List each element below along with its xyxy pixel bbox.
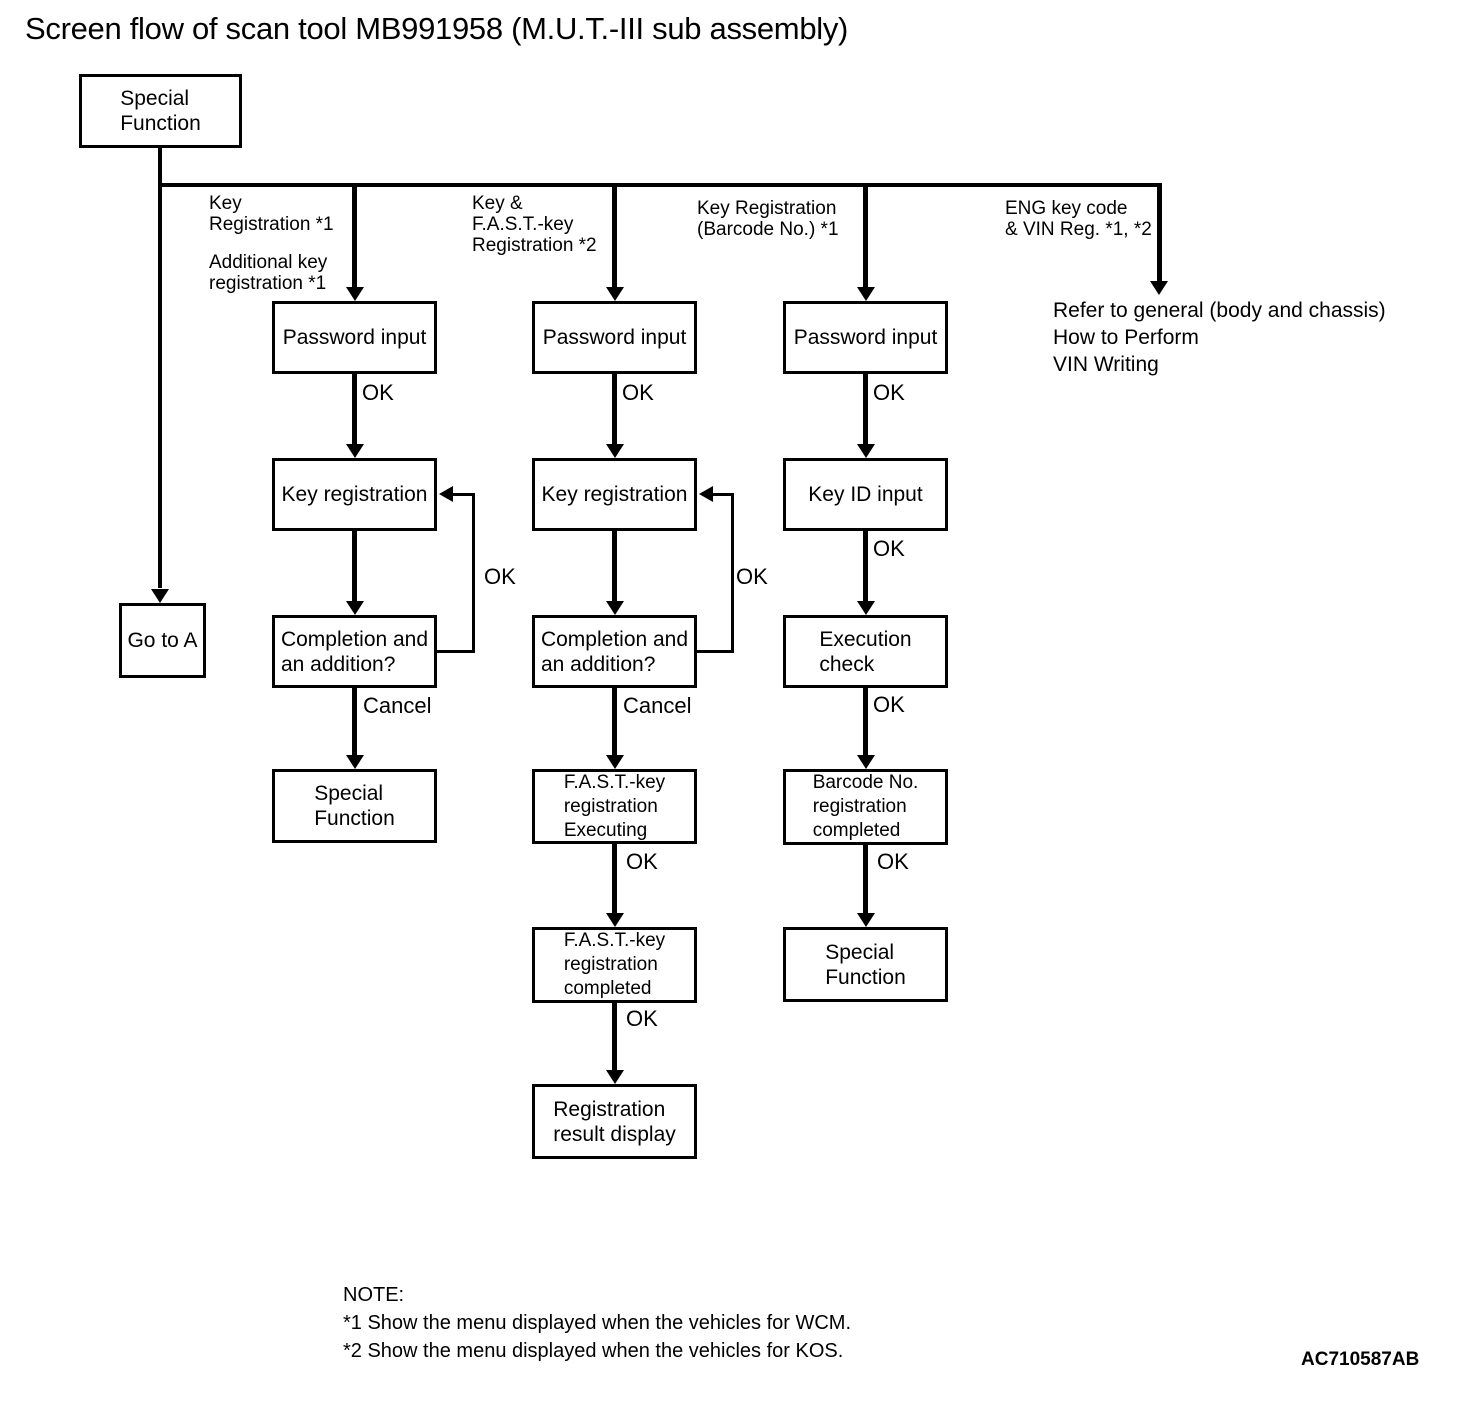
node-c2-completion-addition: Completion and an addition? (272, 615, 437, 688)
node-label: Special Function (120, 87, 201, 135)
node-c4-special-function: Special Function (783, 927, 948, 1002)
arrowhead-barcode (857, 287, 875, 301)
arrowhead-c3-executing (606, 755, 624, 769)
branch-label-key-registration: Key Registration *1 (209, 193, 334, 235)
connector-c2-password-to-keyreg (352, 374, 357, 444)
connector-c4-keyid-to-execution (863, 531, 868, 601)
arrowhead-c2-completion (346, 601, 364, 615)
loop-c3-arrowhead (699, 486, 713, 502)
node-label: Registration result display (553, 1097, 676, 1146)
edge-label-ok: OK (622, 380, 654, 405)
loop-c3-bottom-line (697, 650, 734, 653)
loop-c2-vertical-line (472, 493, 475, 653)
loop-c2-arrowhead (439, 486, 453, 502)
node-c3-completion-addition: Completion and an addition? (532, 615, 697, 688)
arrowhead-c4-special (857, 913, 875, 927)
connector-c4-barcode-to-special (863, 843, 868, 913)
node-label: Completion and an addition? (540, 627, 689, 676)
node-c4-key-id-input: Key ID input (783, 458, 948, 531)
node-c3-fast-key-completed: F.A.S.T.-key registration completed (532, 927, 697, 1003)
arrowhead-c3-completion (606, 601, 624, 615)
arrowhead-c4-barcode (857, 755, 875, 769)
node-label: Go to A (127, 629, 198, 652)
branch-label-additional-key: Additional key registration *1 (209, 252, 328, 294)
edge-label-cancel: Cancel (623, 693, 692, 718)
node-label: Barcode No. registration completed (812, 772, 919, 841)
node-c4-password-input: Password input (783, 301, 948, 374)
loop-c2-top-line (453, 493, 475, 496)
connector-c3-completion-to-executing (612, 688, 617, 755)
edge-label-cancel: Cancel (363, 693, 432, 718)
edge-label-ok-loop: OK (484, 564, 516, 589)
node-c3-password-input: Password input (532, 301, 697, 374)
edge-label-ok-loop: OK (736, 564, 768, 589)
arrowhead-c3-completed (606, 913, 624, 927)
connector-c3-completed-to-result (612, 1003, 617, 1070)
node-label: F.A.S.T.-key registration completed (563, 930, 666, 999)
node-label: Execution check (819, 627, 912, 676)
reference-text: Refer to general (body and chassis) How … (1053, 299, 1386, 376)
node-label: F.A.S.T.-key registration Executing (563, 771, 666, 841)
note-text: NOTE: *1 Show the menu displayed when th… (343, 1284, 852, 1362)
arrowhead-eng-key (1150, 281, 1168, 295)
connector-c3-executing-to-completed (612, 843, 617, 913)
connector-c2-keyreg-to-completion (352, 531, 357, 601)
edge-label-ok: OK (362, 380, 394, 405)
figure-code: AC710587AB (1301, 1349, 1420, 1370)
node-c2-password-input: Password input (272, 301, 437, 374)
arrowhead-c4-execution (857, 601, 875, 615)
node-c2-special-function: Special Function (272, 769, 437, 843)
arrowhead-c2-special (346, 755, 364, 769)
edge-label-ok: OK (626, 1006, 658, 1031)
connector-start-to-goto (158, 148, 162, 588)
edge-label-ok: OK (877, 849, 909, 874)
arrowhead-c3-result (606, 1070, 624, 1084)
loop-c3-vertical-line (731, 493, 734, 653)
connector-c4-password-to-keyid (863, 374, 868, 444)
node-c4-execution-check: Execution check (783, 615, 948, 688)
arrowhead-goto (151, 589, 169, 603)
arrowhead-fast-key (606, 287, 624, 301)
edge-label-ok: OK (626, 849, 658, 874)
branch-label-eng-key-code: ENG key code & VIN Reg. *1, *2 (1005, 198, 1152, 240)
branch-label-fast-key: Key & F.A.S.T.-key Registration *2 (472, 193, 597, 256)
branch-stem-barcode (863, 183, 868, 287)
node-label: Special Function (314, 782, 395, 830)
arrowhead-key-registration (346, 287, 364, 301)
edge-label-ok: OK (873, 380, 905, 405)
node-go-to-a: Go to A (119, 603, 206, 678)
diagram-title: Screen flow of scan tool MB991958 (M.U.T… (25, 11, 849, 46)
arrowhead-c2-keyreg (346, 444, 364, 458)
connector-c3-password-to-keyreg (612, 374, 617, 444)
connector-c3-keyreg-to-completion (612, 531, 617, 601)
node-label: Password input (793, 326, 938, 349)
node-special-function-start: Special Function (79, 74, 242, 148)
connector-c2-completion-to-special (352, 688, 357, 755)
node-label: Key registration (541, 483, 688, 506)
node-c4-barcode-completed: Barcode No. registration completed (783, 769, 948, 845)
node-label: Key ID input (808, 483, 923, 506)
node-c3-key-registration: Key registration (532, 458, 697, 531)
node-c3-fast-key-executing: F.A.S.T.-key registration Executing (532, 769, 697, 844)
branch-stem-fast-key (612, 183, 617, 287)
node-label: Special Function (825, 940, 906, 989)
arrowhead-c4-keyid (857, 444, 875, 458)
loop-c3-top-line (712, 493, 734, 496)
branch-horizontal-line (158, 183, 1161, 187)
edge-label-ok: OK (873, 692, 905, 717)
loop-c2-bottom-line (437, 650, 475, 653)
node-label: Password input (542, 326, 687, 349)
node-label: Key registration (281, 483, 428, 506)
node-c2-key-registration: Key registration (272, 458, 437, 531)
node-c3-registration-result: Registration result display (532, 1084, 697, 1159)
branch-label-barcode: Key Registration (Barcode No.) *1 (697, 198, 839, 240)
node-label: Password input (282, 326, 427, 349)
edge-label-ok: OK (873, 536, 905, 561)
branch-stem-key-registration (352, 183, 357, 287)
node-label: Completion and an addition? (280, 627, 429, 676)
arrowhead-c3-keyreg (606, 444, 624, 458)
connector-c4-execution-to-barcode (863, 688, 868, 755)
branch-stem-eng-key (1157, 183, 1162, 281)
